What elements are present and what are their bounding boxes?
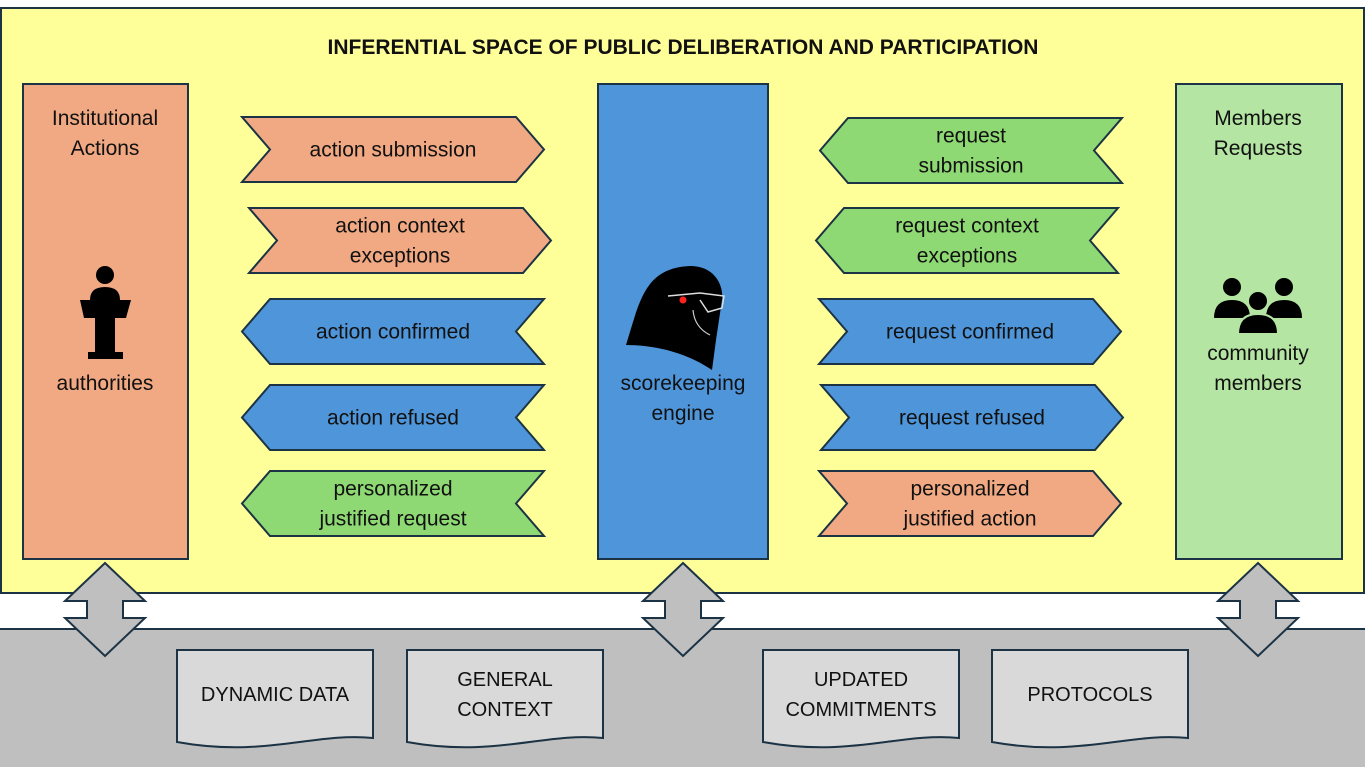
arrow-label: request confirmed — [886, 321, 1054, 344]
members-label-line: community — [1207, 342, 1309, 365]
arrow-label: exceptions — [350, 245, 450, 268]
arrow-label: justified request — [318, 508, 466, 531]
scorekeeping-engine-column: scorekeeping engine — [597, 83, 769, 560]
institutional-actions-column: Institutional Actions authorities — [22, 83, 189, 560]
left-arrow-action-confirmed: action confirmed — [240, 298, 547, 365]
falcon-head-icon — [626, 266, 725, 370]
document-protocols: PROTOCOLS — [991, 649, 1189, 749]
arrow-label: action confirmed — [316, 321, 470, 344]
right-arrow-request-confirmed: request confirmed — [816, 298, 1123, 365]
left-arrow-action-submission: action submission — [239, 116, 546, 183]
document-label: DYNAMIC DATA — [201, 684, 350, 706]
arrow-label: action context — [335, 215, 465, 238]
members-label-line: members — [1214, 372, 1302, 395]
engine-label-line: scorekeeping — [621, 372, 746, 395]
members-requests-column: Members Requests community members — [1175, 83, 1343, 560]
arrow-label: justified action — [902, 508, 1036, 531]
group-people-icon — [1214, 278, 1302, 335]
left-arrow-personalized-justified-request: personalized justified request — [240, 470, 547, 537]
column-title-line: Members — [1214, 107, 1302, 130]
arrow-label: personalized — [333, 478, 452, 501]
document-label: COMMITMENTS — [785, 699, 936, 721]
column-title-line: Institutional — [52, 107, 158, 130]
arrow-label: request refused — [899, 407, 1045, 430]
left-arrow-action-refused: action refused — [240, 384, 547, 451]
arrow-label: exceptions — [917, 245, 1017, 268]
arrow-label: request context — [895, 215, 1039, 238]
column-title-line: Requests — [1214, 137, 1303, 160]
diagram-title: INFERENTIAL SPACE OF PUBLIC DELIBERATION… — [328, 36, 1039, 59]
right-arrow-request-refused: request refused — [818, 384, 1125, 451]
left-arrow-action-context-exceptions: action context exceptions — [246, 207, 553, 274]
double-arrow-icon — [62, 561, 148, 658]
arrow-label: personalized — [910, 478, 1029, 501]
document-updated-commitments: UPDATED COMMITMENTS — [762, 649, 960, 749]
right-arrow-personalized-justified-action: personalized justified action — [816, 470, 1123, 537]
authorities-label: authorities — [57, 372, 154, 395]
document-general-context: GENERAL CONTEXT — [406, 649, 604, 749]
engine-label-line: engine — [651, 402, 714, 425]
document-label: UPDATED — [814, 669, 908, 691]
right-arrow-request-submission: request submission — [818, 117, 1125, 184]
document-label: PROTOCOLS — [1027, 684, 1152, 706]
double-arrow-icon — [640, 561, 726, 658]
double-arrow-icon — [1215, 561, 1301, 658]
document-label: CONTEXT — [457, 699, 553, 721]
arrow-label: action refused — [327, 407, 459, 430]
arrow-label: submission — [918, 155, 1023, 178]
document-dynamic-data: DYNAMIC DATA — [176, 649, 374, 749]
arrow-label: action submission — [310, 139, 477, 162]
right-arrow-request-context-exceptions: request context exceptions — [814, 207, 1121, 274]
arrow-label: request — [936, 125, 1006, 148]
podium-speaker-icon — [80, 266, 131, 359]
column-title-line: Actions — [71, 137, 140, 160]
document-label: GENERAL — [457, 669, 553, 691]
